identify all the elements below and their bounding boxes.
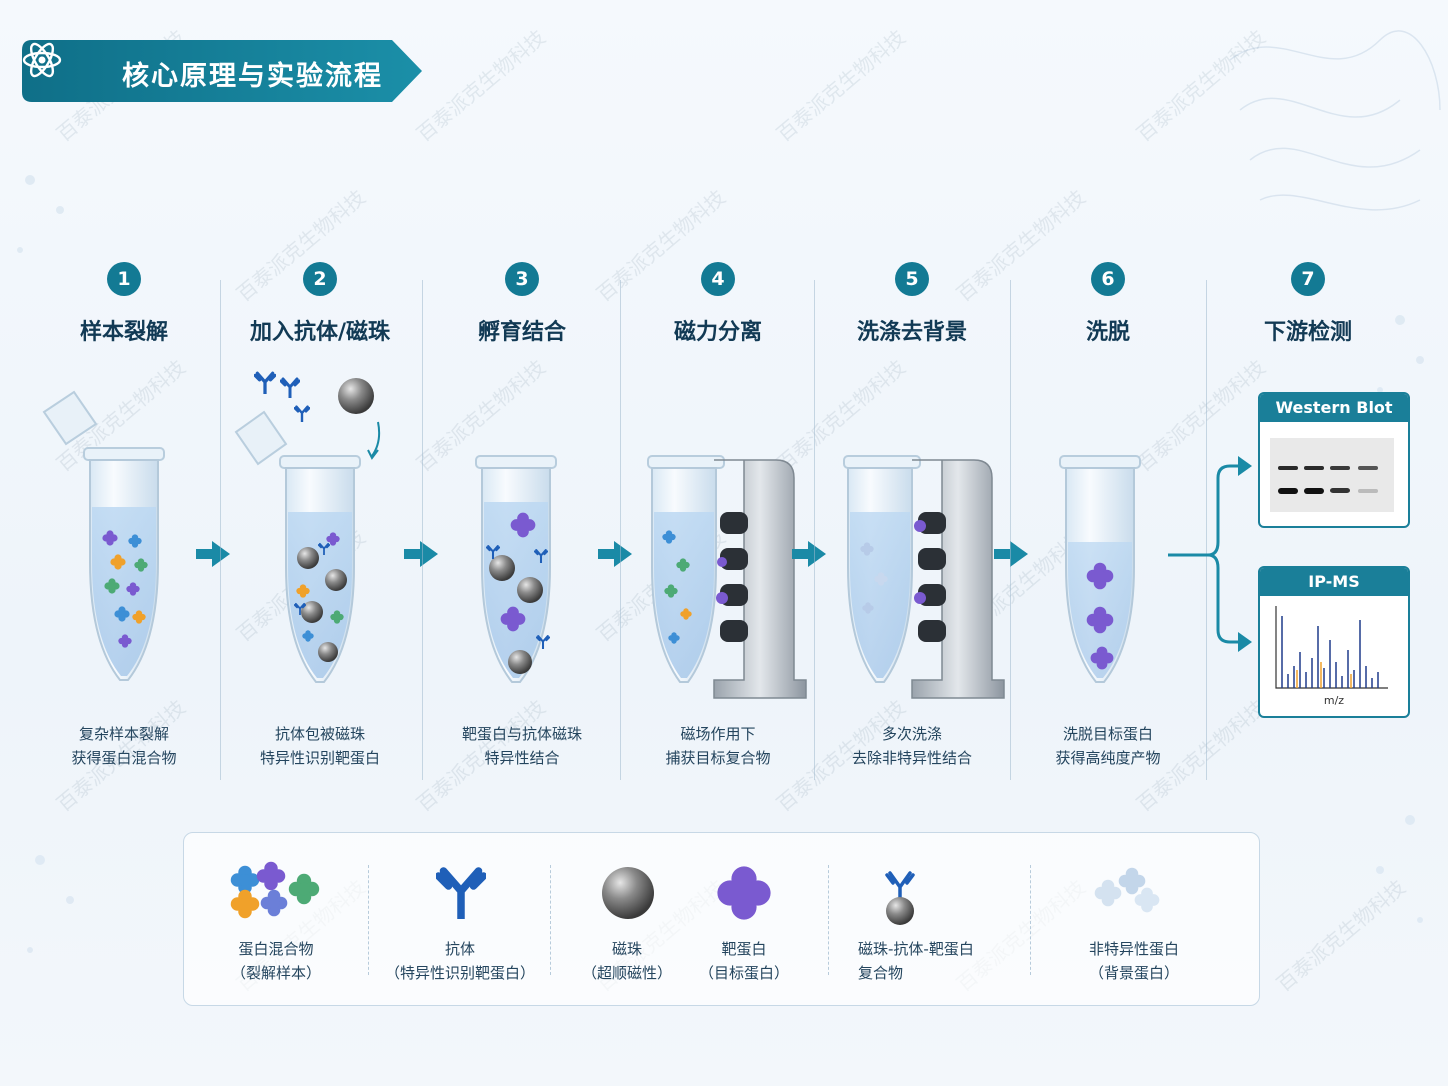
step-3: 3 孵育结合 靶蛋白与抗体磁珠 特异性结合	[424, 262, 620, 782]
legend-label: 磁珠 （超顺磁性）	[552, 937, 702, 985]
ip-ms-panel: IP-MS m/z	[1258, 566, 1410, 718]
step-2: 2 加入抗体/磁珠 抗体包被磁珠 特异性识别靶蛋白	[222, 262, 418, 782]
header-banner: 核心原理与实验流程	[22, 40, 422, 102]
watermark: 百泰派克生物科技	[1129, 22, 1270, 147]
legend-label: 靶蛋白 （目标蛋白）	[684, 937, 804, 985]
legend-item-magnetic-bead: 磁珠 （超顺磁性）	[552, 833, 702, 1005]
antibody-icon	[436, 863, 486, 919]
step-number: 5	[895, 262, 929, 296]
lysis-tube-graphic	[26, 362, 222, 712]
step-title: 洗涤去背景	[814, 314, 1010, 346]
background-protein-icon	[1090, 863, 1170, 923]
watermark: 百泰派克生物科技	[409, 22, 550, 147]
step-title: 下游检测	[1210, 314, 1406, 346]
legend-separator	[1030, 865, 1031, 975]
step-1: 1 样本裂解 复杂样本裂解 获得蛋白混合物	[26, 262, 222, 782]
target-protein-icon	[714, 863, 774, 923]
step-description: 多次洗涤 去除非特异性结合	[814, 722, 1010, 770]
legend-label: 磁珠-抗体-靶蛋白 复合物	[858, 937, 1030, 985]
protein-mix-icon	[226, 859, 326, 925]
page-title: 核心原理与实验流程	[122, 54, 383, 93]
step-divider	[220, 280, 221, 780]
step-number: 7	[1291, 262, 1325, 296]
incubation-tube-graphic	[424, 362, 620, 712]
step-number: 1	[107, 262, 141, 296]
mass-spectrum-axis-label: m/z	[1260, 694, 1408, 707]
step-number: 3	[505, 262, 539, 296]
watermark: 百泰派克生物科技	[769, 22, 910, 147]
step-title: 洗脱	[1010, 314, 1206, 346]
legend-item-target-protein: 靶蛋白 （目标蛋白）	[684, 833, 804, 1005]
branch-arrows	[1168, 450, 1258, 660]
add-antibody-tube-graphic	[222, 362, 418, 712]
legend-panel: 蛋白混合物 （裂解样本） 抗体 （特异性识别靶蛋白） 磁珠 （超顺磁性） 靶蛋白	[183, 832, 1260, 1006]
legend-label: 抗体 （特异性识别靶蛋白）	[370, 937, 550, 985]
step-title: 样本裂解	[26, 314, 222, 346]
legend-item-protein-mix: 蛋白混合物 （裂解样本）	[184, 833, 368, 1005]
legend-separator	[368, 865, 369, 975]
step-description: 靶蛋白与抗体磁珠 特异性结合	[424, 722, 620, 770]
step-description: 洗脱目标蛋白 获得高纯度产物	[1010, 722, 1206, 770]
step-number: 6	[1091, 262, 1125, 296]
legend-label: 非特异性蛋白 （背景蛋白）	[1034, 937, 1234, 985]
western-blot-bands	[1260, 422, 1408, 526]
western-blot-title: Western Blot	[1260, 394, 1408, 422]
legend-item-complex: 磁珠-抗体-靶蛋白 复合物	[830, 833, 1030, 1005]
western-blot-panel: Western Blot	[1258, 392, 1410, 528]
step-number: 4	[701, 262, 735, 296]
step-description: 抗体包被磁珠 特异性识别靶蛋白	[222, 722, 418, 770]
step-title: 磁力分离	[620, 314, 816, 346]
atom-icon	[22, 40, 62, 80]
wash-tube-graphic	[814, 362, 1010, 712]
complex-icon	[880, 863, 920, 927]
legend-label: 蛋白混合物 （裂解样本）	[184, 937, 368, 985]
legend-separator	[828, 865, 829, 975]
step-description: 复杂样本裂解 获得蛋白混合物	[26, 722, 222, 770]
step-title: 孵育结合	[424, 314, 620, 346]
legend-item-background-protein: 非特异性蛋白 （背景蛋白）	[1034, 833, 1234, 1005]
magnetic-separation-graphic	[620, 362, 816, 712]
step-divider	[422, 280, 423, 780]
step-description: 磁场作用下 捕获目标复合物	[620, 722, 816, 770]
ip-ms-title: IP-MS	[1260, 568, 1408, 596]
step-title: 加入抗体/磁珠	[222, 314, 418, 346]
legend-item-antibody: 抗体 （特异性识别靶蛋白）	[370, 833, 550, 1005]
step-5: 5 洗涤去背景 多次洗涤 去除非特异性结合	[814, 262, 1010, 782]
magnetic-bead-icon	[600, 865, 656, 921]
step-number: 2	[303, 262, 337, 296]
mass-spectrum-chart	[1260, 596, 1408, 692]
watermark: 百泰派克生物科技	[1269, 872, 1410, 997]
legend-separator	[550, 865, 551, 975]
step-4: 4 磁力分离 磁场作用下 捕获目标复合物	[620, 262, 816, 782]
